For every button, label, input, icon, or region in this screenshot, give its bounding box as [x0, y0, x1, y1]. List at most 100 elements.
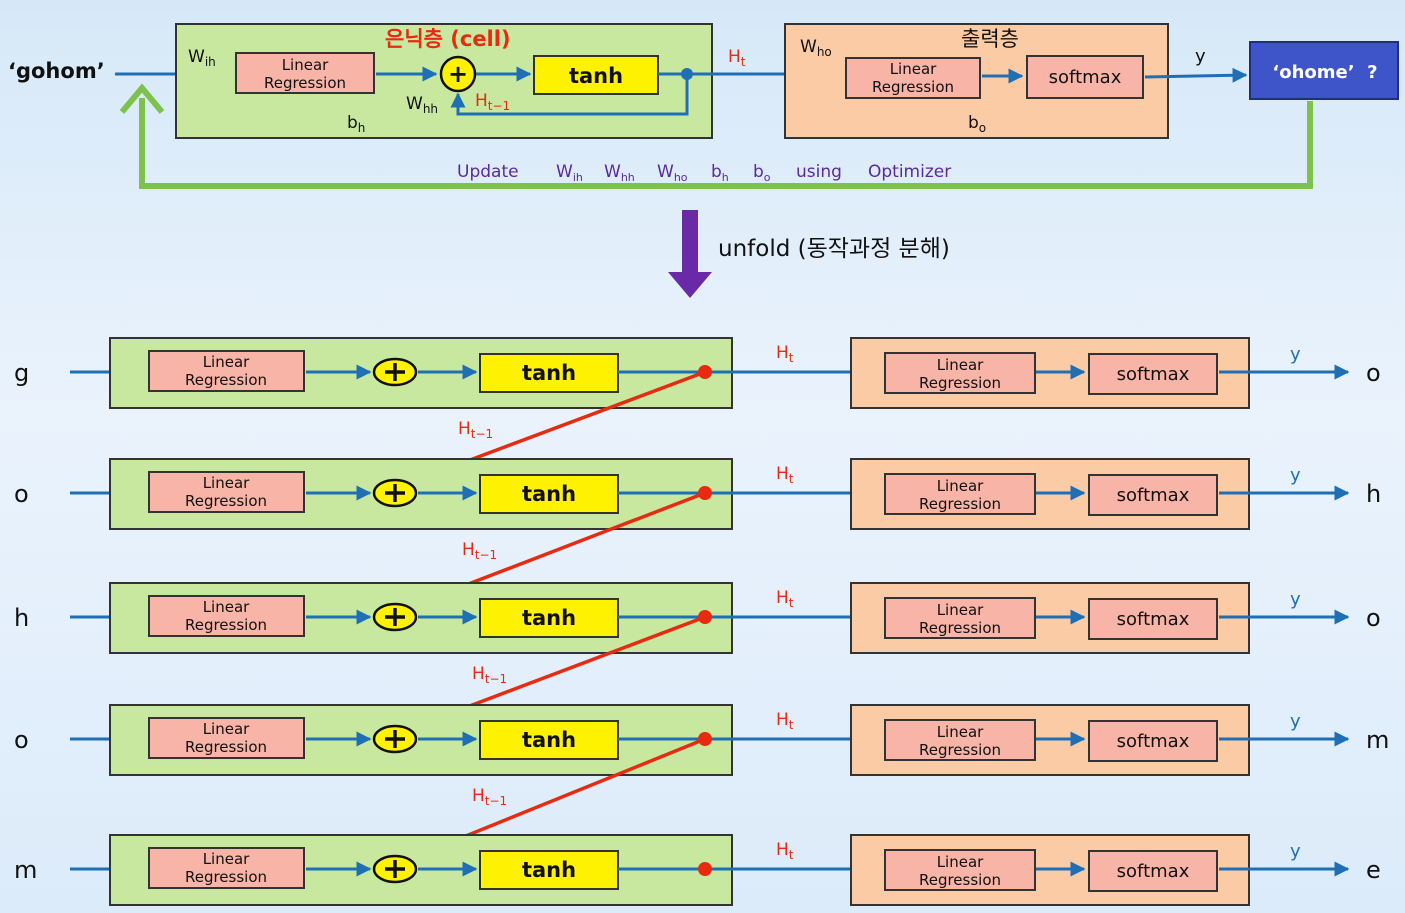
- b-o-label: bo: [968, 113, 986, 135]
- linear-label-2: Regression: [264, 74, 346, 92]
- result-text: ‘ohome’ ?: [1272, 62, 1377, 83]
- step-tanh-box: [479, 850, 619, 890]
- softmax-box: [1026, 55, 1144, 99]
- linear-label-1: Linear: [282, 56, 329, 74]
- step-output-linear-label-1: Linear: [937, 853, 984, 871]
- step-h-prev-label: Ht−1: [458, 419, 493, 441]
- step-output-linear-label-2: Regression: [919, 741, 1001, 759]
- y-label: y: [1195, 46, 1206, 67]
- step-linear-label-1: Linear: [203, 598, 250, 616]
- step-ht-label: Ht: [776, 710, 794, 732]
- input-word: ‘gohom’: [8, 59, 105, 83]
- tanh-label: tanh: [569, 64, 623, 88]
- step-linear-box: [148, 847, 305, 889]
- step-tanh-label: tanh: [522, 606, 576, 630]
- step-output-linear-box: [884, 849, 1036, 891]
- step-y-label: y: [1290, 841, 1301, 862]
- y-arrow: [1144, 67, 1248, 83]
- step-softmax-box: [1088, 474, 1218, 516]
- step-tanh-box: [479, 598, 619, 638]
- unfold-indicator: unfold (동작과정 분해): [668, 210, 950, 298]
- step-y-label: y: [1290, 344, 1301, 365]
- step-input-char: o: [14, 480, 29, 508]
- step-linear-label-1: Linear: [203, 353, 250, 371]
- step-h-prev-label: Ht−1: [472, 786, 507, 808]
- step-softmax-box: [1088, 850, 1218, 892]
- h-t-label: Ht: [728, 47, 746, 69]
- step-output-linear-label-1: Linear: [937, 356, 984, 374]
- step-linear-label-2: Regression: [185, 738, 267, 756]
- step-output-linear-label-1: Linear: [937, 723, 984, 741]
- step-linear-label-2: Regression: [185, 492, 267, 510]
- step-linear-label-1: Linear: [203, 474, 250, 492]
- w-hh-label: Whh: [406, 94, 438, 116]
- step-h-prev-label: Ht−1: [472, 664, 507, 686]
- sum-node-icon: [439, 55, 477, 93]
- step-output-char: e: [1366, 856, 1381, 884]
- h-prev-label: Ht−1: [475, 91, 510, 113]
- step-output-linear-label-2: Regression: [919, 495, 1001, 513]
- step-output-linear-label-1: Linear: [937, 477, 984, 495]
- step-tanh-label: tanh: [522, 482, 576, 506]
- step-softmax-label: softmax: [1117, 731, 1190, 752]
- unfold-label: unfold (동작과정 분해): [718, 236, 950, 262]
- step-linear-box: [148, 471, 305, 513]
- step-output-linear-label-2: Regression: [919, 619, 1001, 637]
- unfold-arrow-icon: [668, 272, 712, 298]
- step-plus-icon: [385, 608, 405, 626]
- step-linear-box: [148, 595, 305, 637]
- step-softmax-box: [1088, 720, 1218, 762]
- step-ht-label: Ht: [776, 343, 794, 365]
- step-softmax-box: [1088, 598, 1218, 640]
- step-softmax-label: softmax: [1117, 861, 1190, 882]
- step-tanh-box: [479, 474, 619, 514]
- loop-arrowhead-icon: [119, 83, 165, 114]
- step-y-label: y: [1290, 465, 1301, 486]
- step-output-linear-box: [884, 597, 1036, 639]
- output-linear-label-2: Regression: [872, 78, 954, 96]
- step-plus-icon: [385, 730, 405, 748]
- step-output-char: o: [1366, 359, 1381, 387]
- step-input-char: g: [14, 359, 29, 387]
- step-tanh-label: tanh: [522, 361, 576, 385]
- rnn-overview: ‘gohom’ 은닉층 (cell) Wih Linear Regression…: [8, 23, 1399, 189]
- step-output-char: h: [1366, 480, 1381, 508]
- result-box: [1249, 41, 1399, 100]
- step-plus-icon: [385, 860, 405, 878]
- step-plus-icon: [385, 363, 405, 381]
- step-output-char: m: [1366, 726, 1389, 754]
- step-output-linear-box: [884, 719, 1036, 761]
- step-linear-label-2: Regression: [185, 616, 267, 634]
- step-softmax-label: softmax: [1117, 609, 1190, 630]
- step-output-linear-label-2: Regression: [919, 374, 1001, 392]
- step-output-linear-label-2: Regression: [919, 871, 1001, 889]
- b-h-label: bh: [347, 113, 365, 135]
- step-output-linear-box: [884, 352, 1036, 394]
- step-linear-label-1: Linear: [203, 720, 250, 738]
- plus-sign: +: [448, 60, 468, 88]
- step-split-node-icon: [698, 862, 712, 876]
- hidden-layer-title: 은닉층 (cell): [385, 27, 511, 51]
- step-tanh-box: [479, 353, 619, 393]
- step-softmax-box: [1088, 353, 1218, 395]
- step-tanh-box: [479, 720, 619, 760]
- step-input-char: o: [14, 726, 29, 754]
- w-ih-label: Wih: [188, 47, 216, 69]
- linear-regression-box: [235, 52, 375, 94]
- step-linear-label-1: Linear: [203, 850, 250, 868]
- step-linear-label-2: Regression: [185, 868, 267, 886]
- step-ht-label: Ht: [776, 588, 794, 610]
- step-input-char: m: [14, 856, 37, 884]
- step-ht-label: Ht: [776, 464, 794, 486]
- optimizer-loop: [139, 98, 1313, 189]
- step-linear-box: [148, 350, 305, 392]
- step-input-char: h: [14, 604, 29, 632]
- step-output-char: o: [1366, 604, 1381, 632]
- step-y-label: y: [1290, 711, 1301, 732]
- w-ho-label: Who: [800, 37, 832, 59]
- step-ht-label: Ht: [776, 840, 794, 862]
